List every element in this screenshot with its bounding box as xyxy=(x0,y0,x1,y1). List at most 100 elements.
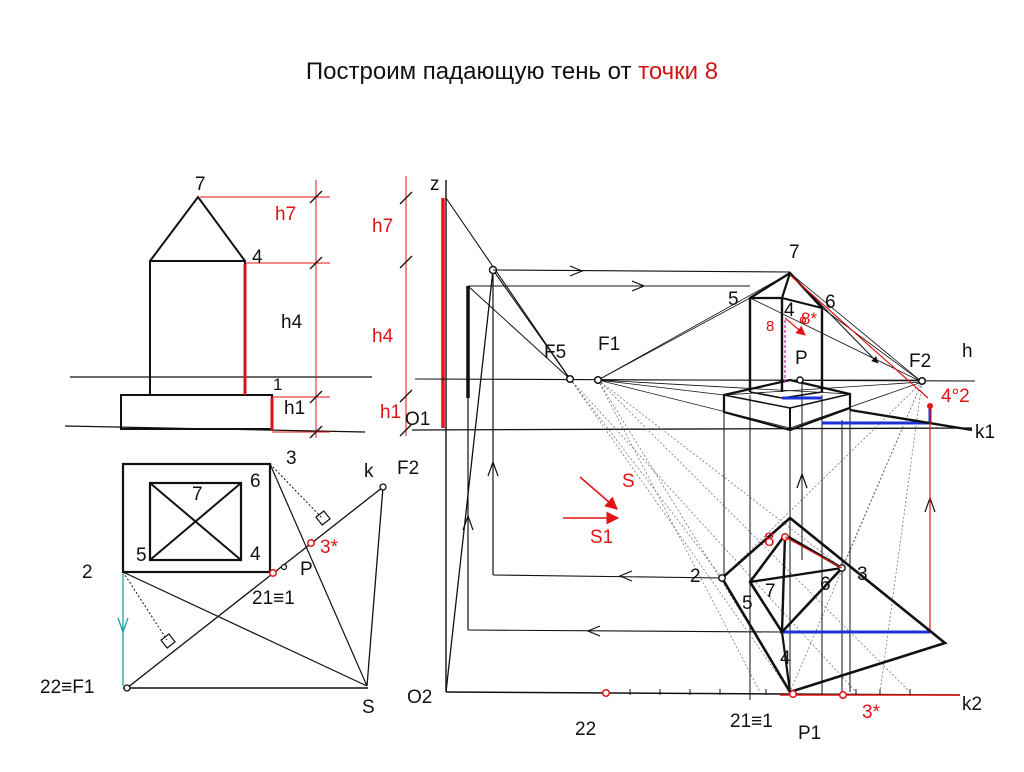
arrow-up-1 xyxy=(462,514,474,531)
label-O2: O2 xyxy=(407,687,432,708)
label-7-persp: 7 xyxy=(789,242,800,263)
label-h1: h1 xyxy=(284,398,305,419)
title-main: Построим падающую тень от xyxy=(305,58,632,85)
scale-axis xyxy=(399,176,571,693)
label-F1: F1 xyxy=(598,334,620,355)
label-4-persp-plan: 4 xyxy=(780,648,791,669)
label-P-plan: P xyxy=(300,559,313,580)
label-3star-k2: 3* xyxy=(862,702,881,723)
label-k: k xyxy=(364,461,374,482)
picture-plane-trace xyxy=(126,486,384,689)
label-P-persp: P xyxy=(795,348,808,369)
label-2-plan: 2 xyxy=(82,562,93,583)
perp-2 xyxy=(122,571,168,641)
point-F5 xyxy=(565,374,575,384)
plan-base xyxy=(121,462,272,574)
scale-ray-mid xyxy=(467,285,571,380)
point-22-k2 xyxy=(601,688,611,698)
label-O1: O1 xyxy=(405,409,430,430)
scale-ray-f5 xyxy=(492,269,571,380)
ray-2-s xyxy=(122,571,368,687)
label-h: h xyxy=(962,341,973,362)
scale-ticks xyxy=(399,191,413,437)
label-4o2: 4°2 xyxy=(941,386,970,407)
label-22-F1: 22≡F1 xyxy=(40,677,94,698)
plan-view xyxy=(117,462,387,692)
right-angle-2 xyxy=(160,633,176,649)
observer-ray-k xyxy=(366,486,384,687)
k1-thick xyxy=(849,408,973,432)
perp-3 xyxy=(269,463,323,519)
label-h4-scale: h4 xyxy=(372,326,394,347)
label-5-plan: 5 xyxy=(136,545,147,566)
point-22-F1 xyxy=(123,684,131,692)
label-7-plan: 7 xyxy=(192,484,203,505)
label-4: 4 xyxy=(252,247,263,268)
transfer-plan-2 xyxy=(492,574,723,579)
label-7: 7 xyxy=(195,174,206,195)
label-P1: P1 xyxy=(798,723,821,744)
ray-8 xyxy=(784,317,806,336)
label-2-persp-plan: 2 xyxy=(690,566,701,587)
label-6-persp: 6 xyxy=(825,292,836,313)
label-6-persp-plan: 6 xyxy=(820,574,831,595)
label-4-persp: 4 xyxy=(784,300,795,321)
label-3: 3 xyxy=(286,448,297,469)
perspective-view xyxy=(411,265,976,700)
perspective-plan-base xyxy=(720,516,948,694)
label-8star-persp: 8* xyxy=(801,309,817,328)
point-8-star xyxy=(799,316,807,324)
title-highlight: точки 8 xyxy=(638,58,719,85)
point-4o2 xyxy=(927,403,933,409)
label-h1-scale: h1 xyxy=(380,402,401,423)
label-5-persp-plan: 5 xyxy=(742,593,753,614)
elevation-body xyxy=(149,195,246,395)
transfer-top xyxy=(492,269,791,273)
label-21-k2: 21≡1 xyxy=(730,711,773,732)
label-8-persp: 8 xyxy=(766,318,774,335)
elevation-view xyxy=(64,180,372,439)
light-direction-S xyxy=(579,476,618,510)
plan-diag-b xyxy=(149,482,242,561)
point-3s-plan xyxy=(307,539,315,547)
label-22: 22 xyxy=(575,719,596,740)
label-k1: k1 xyxy=(975,422,995,443)
right-angle-1 xyxy=(315,510,331,526)
teal-arrow xyxy=(117,617,129,634)
label-F2-persp: F2 xyxy=(909,351,931,372)
elevation-base xyxy=(120,394,273,430)
perspective-base xyxy=(722,378,852,432)
point-21-k2 xyxy=(788,689,798,699)
point-P-plan xyxy=(280,563,288,571)
ray-3-s xyxy=(269,463,368,687)
label-S-light: S xyxy=(622,471,635,492)
point-21-plan xyxy=(269,569,277,577)
ray-to-4o2 xyxy=(789,274,929,399)
label-h7-scale: h7 xyxy=(372,216,393,237)
label-S1-light: S1 xyxy=(590,527,613,548)
rays-F1 xyxy=(597,272,922,429)
label-F5: F5 xyxy=(544,342,566,363)
page-title: Построим падающую тень от точки 8 xyxy=(0,58,1024,86)
dim-ticks xyxy=(309,190,323,439)
perspective-roof-edge xyxy=(781,297,823,309)
point-plan-2 xyxy=(718,574,726,582)
label-3star-plan: 3* xyxy=(320,537,339,558)
label-7-persp-plan: 7 xyxy=(765,581,776,602)
label-z: z xyxy=(430,174,440,195)
baseline-k1 xyxy=(411,427,973,431)
label-h4: h4 xyxy=(281,312,303,333)
label-F2-plan: F2 xyxy=(397,458,419,479)
point-F1 xyxy=(593,375,603,385)
oblique-axis xyxy=(445,269,494,693)
arrow-up-2 xyxy=(487,460,499,477)
label-k2: k2 xyxy=(962,694,982,715)
transfer-plan-4 xyxy=(467,629,781,633)
label-3-persp-plan: 3 xyxy=(857,564,868,585)
label-4-plan: 4 xyxy=(250,544,261,565)
label-1: 1 xyxy=(273,375,282,394)
point-F2-plan xyxy=(379,483,387,491)
label-5-persp: 5 xyxy=(728,289,739,310)
